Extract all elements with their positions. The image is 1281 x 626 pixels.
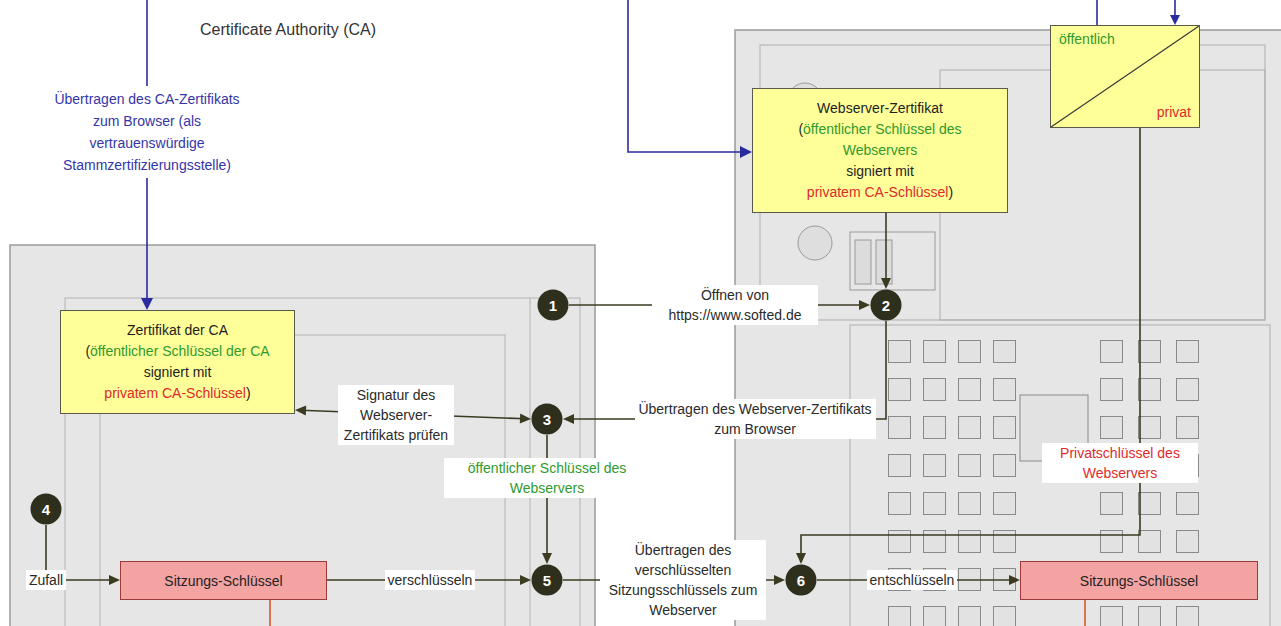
text-line: (öffentlicher Schlüssel des Webservers (761, 119, 999, 161)
text-line: privatem CA-Schlüssel) (69, 383, 286, 404)
step-circle: 5 (531, 564, 563, 596)
circle-outline (871, 290, 902, 321)
server-slot (855, 240, 871, 284)
arrowhead (881, 278, 891, 289)
callout-number: 4 (42, 501, 50, 518)
key-pair-box: öffentlich privat (1050, 25, 1200, 128)
text-line: Zertifikat der CA (69, 320, 286, 341)
text-line: Webserver-Zertifikat (761, 98, 999, 119)
arrowhead (1009, 575, 1020, 585)
circle-outline (786, 565, 817, 596)
key-text: öffentlich (1059, 30, 1115, 48)
box-text: Zertifikat der CA (127, 322, 228, 338)
arrowhead (740, 146, 752, 158)
arrowhead (774, 575, 785, 585)
arrowhead (563, 414, 574, 424)
heading-label: Certificate Authority (CA) (200, 20, 376, 40)
box-text: ( (85, 343, 90, 359)
transfer-note: Übertragen des CA-Zertifikats zum Browse… (44, 86, 250, 178)
step-circle: 2 (870, 289, 902, 321)
circle-outline (532, 565, 563, 596)
server-knob (798, 226, 832, 260)
connector (542, 435, 552, 564)
certificate-box: Zertifikat der CA (öffentlicher Schlüssel… (60, 310, 295, 414)
edge-label: Zufall (26, 570, 66, 590)
arrowhead (295, 405, 306, 415)
edge-label: Signatur des Webserver-Zertifikats prüfe… (338, 385, 454, 445)
text-line: signiert mit (761, 161, 999, 182)
session-line (269, 600, 271, 626)
text-line: signiert mit (69, 362, 286, 383)
connector-line (885, 213, 887, 283)
callout-number: 3 (543, 411, 551, 428)
edge-label: Öffnen von https://www.softed.de (652, 285, 818, 325)
step-circle: 1 (537, 289, 569, 321)
transfer-line (628, 0, 740, 152)
key-box: Sitzungs-Schlüssel (120, 561, 327, 600)
text-line: privatem CA-Schlüssel) (761, 182, 999, 203)
box-text: öffentlicher Schlüssel der CA (90, 343, 270, 359)
box-text: ) (948, 184, 953, 200)
server-keypad (850, 325, 1270, 626)
arrowhead (109, 575, 120, 585)
callout-number: 5 (543, 572, 551, 589)
step-circle: 4 (30, 493, 62, 525)
server-slot (876, 240, 892, 284)
callout-number: 6 (797, 572, 805, 589)
circle-outline (538, 290, 569, 321)
box-text: privatem CA-Schlüssel (104, 385, 246, 401)
connector (881, 213, 891, 289)
server-slot (850, 232, 935, 290)
circle-outline (532, 404, 563, 435)
box-text: öffentlicher Schlüssel des Webservers (803, 121, 962, 158)
arrowhead (859, 300, 870, 310)
edge-label: Privatschlüssel des Webservers (1042, 443, 1198, 483)
arrowhead (520, 575, 531, 585)
edge-label: verschlüsseln (385, 570, 476, 590)
browser-panel (10, 245, 595, 626)
callout-number: 2 (882, 297, 890, 314)
edge-label: Übertragen des Webserver-Zertifikats zum… (635, 399, 876, 439)
box-text: ) (246, 385, 251, 401)
arrowhead (542, 553, 552, 564)
edge-label: entschlüsseln (867, 570, 958, 590)
transfer-line (1174, 0, 1176, 15)
certificate-box: Webserver-Zertifikat (öffentlicher Schlüs… (752, 88, 1008, 213)
key-text: Sitzungs-Schlüssel (1080, 573, 1198, 589)
key-text: Sitzungs-Schlüssel (164, 573, 282, 589)
edge-label: Übertragen des verschlüsselten Sitzungss… (600, 540, 766, 620)
box-text: signiert mit (846, 163, 914, 179)
step-circle: 3 (531, 403, 563, 435)
transfer-line (1096, 0, 1098, 25)
box-text: signiert mit (144, 364, 212, 380)
arrowhead (520, 414, 531, 424)
callout-number: 1 (549, 297, 557, 314)
box-text: ( (798, 121, 803, 137)
split-diagonal (1051, 26, 1199, 127)
session-line (1084, 600, 1086, 626)
key-text: privat (1157, 103, 1191, 121)
step-circle: 6 (785, 564, 817, 596)
arrowhead (1170, 15, 1180, 25)
key-box: Sitzungs-Schlüssel (1020, 561, 1258, 600)
edge-label: öffentlicher Schlüssel des Webservers (444, 458, 650, 498)
arrowhead (141, 298, 153, 310)
arrowhead (796, 553, 806, 564)
circle-outline (31, 494, 62, 525)
box-text: privatem CA-Schlüssel (807, 184, 949, 200)
box-text: Webserver-Zertifikat (817, 100, 943, 116)
text-line: (öffentlicher Schlüssel der CA (69, 341, 286, 362)
